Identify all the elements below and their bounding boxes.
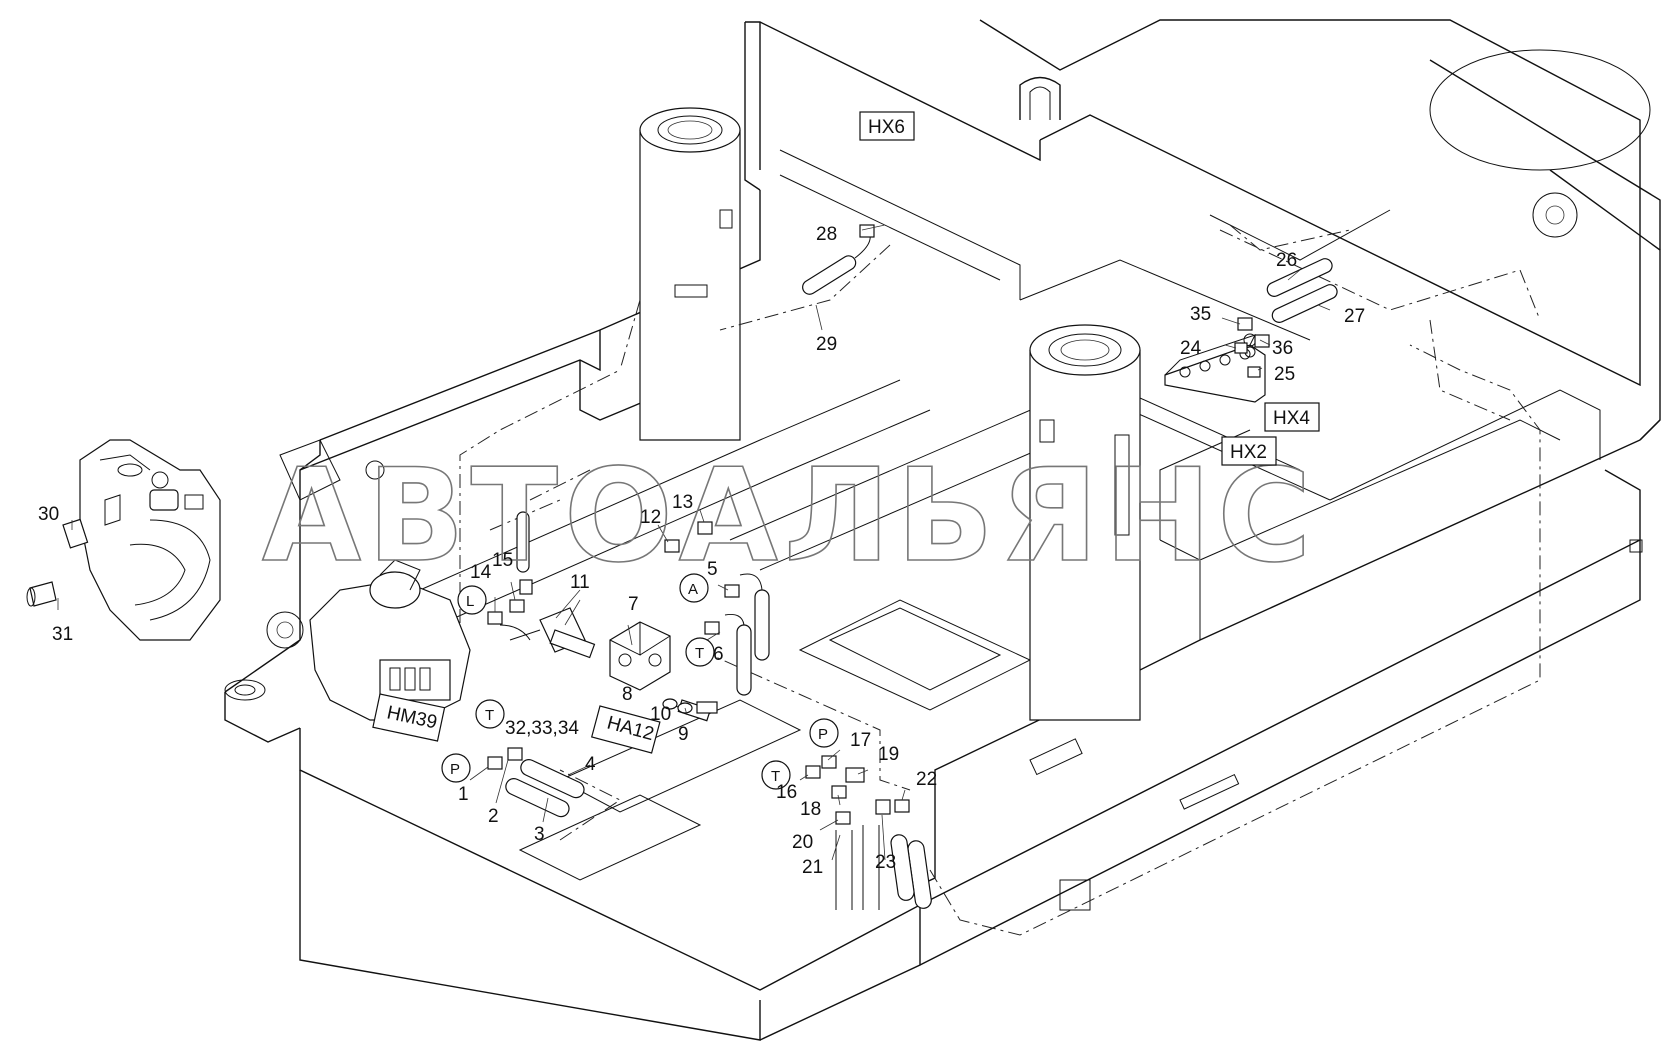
- callout-36: 36: [1272, 338, 1293, 359]
- fitting-15: [509, 579, 533, 613]
- callout-4: 4: [585, 754, 596, 775]
- fitting-6: [704, 621, 720, 635]
- tag-hx6: HX6: [859, 111, 915, 141]
- callout-24: 24: [1180, 338, 1202, 359]
- callout-10: 10: [650, 704, 671, 725]
- tag-hx4: HX4: [1264, 402, 1320, 432]
- manifold-block: [1164, 333, 1266, 403]
- callout-27: 27: [1344, 306, 1365, 327]
- connector-tags: HX6 HX4 HX2 HM39 HA12: [372, 111, 1320, 754]
- fitting-22: [894, 799, 910, 813]
- leader-lines: [57, 224, 1331, 861]
- pump-unit: [266, 439, 471, 721]
- fitting-19: [845, 767, 865, 783]
- fitting-1: [487, 756, 503, 770]
- svg-text:T: T: [695, 645, 704, 662]
- callout-7: 7: [628, 594, 639, 615]
- fitting-16: [805, 765, 821, 779]
- callout-15: 15: [492, 550, 513, 571]
- callout-16: 16: [776, 782, 797, 803]
- svg-text:HX4: HX4: [1273, 408, 1310, 429]
- svg-text:P: P: [818, 726, 828, 743]
- callout-32-33-34: 32,33,34: [505, 718, 579, 739]
- svg-text:P: P: [450, 761, 460, 778]
- port-l: L: [457, 585, 487, 615]
- fitting-23: [875, 799, 891, 815]
- watermark-group: АВТОАЛЬЯНС: [261, 441, 1317, 592]
- frame-outline: [224, 19, 1661, 1041]
- callout-18: 18: [800, 799, 821, 820]
- callout-17: 17: [850, 730, 871, 751]
- svg-text:T: T: [771, 768, 780, 785]
- port-t-right: T: [761, 760, 791, 790]
- fitting-14: [487, 611, 503, 625]
- tag-hm39: HM39: [372, 693, 446, 742]
- watermark-text: АВТОАЛЬЯНС: [262, 442, 1317, 591]
- callout-13: 13: [672, 492, 693, 513]
- left-column: [639, 107, 741, 441]
- fitting-35: [1237, 317, 1253, 331]
- callout-20: 20: [792, 832, 813, 853]
- callout-26: 26: [1276, 250, 1297, 271]
- svg-text:T: T: [485, 707, 494, 724]
- fitting-18: [831, 785, 847, 799]
- callout-2: 2: [488, 806, 499, 827]
- fitting-12: [664, 539, 680, 553]
- fitting-5: [724, 584, 740, 598]
- port-labels: L A T T P P T: [441, 573, 839, 790]
- callout-25: 25: [1274, 364, 1295, 385]
- fitting-2: [507, 747, 523, 761]
- callout-numbers: 30 31 1 2 3 4 5 6 7 8 9 10 11 12 13 14 1…: [38, 224, 1365, 878]
- callout-29: 29: [816, 334, 837, 355]
- callout-9: 9: [678, 724, 689, 745]
- port-t-upper: T: [685, 637, 715, 667]
- detail-pump-assembly: [26, 439, 221, 641]
- fitting-9: [696, 701, 718, 714]
- tag-hx2: HX2: [1221, 436, 1277, 466]
- fitting-24: [1234, 342, 1248, 354]
- callout-12: 12: [640, 507, 661, 528]
- callout-19: 19: [878, 744, 899, 765]
- fitting-25: [1247, 366, 1261, 378]
- port-t-mid: T: [475, 699, 505, 729]
- fittings: [487, 224, 1270, 825]
- hoses: [505, 234, 1338, 910]
- callout-5: 5: [707, 559, 718, 580]
- callout-14: 14: [470, 562, 492, 583]
- fitting-17: [821, 755, 837, 769]
- callout-6: 6: [713, 644, 724, 665]
- valve-block: [499, 607, 712, 722]
- callout-8: 8: [622, 684, 633, 705]
- svg-text:HX2: HX2: [1230, 442, 1267, 463]
- callout-3: 3: [534, 824, 545, 845]
- right-column: [1029, 324, 1141, 721]
- svg-text:A: A: [688, 581, 698, 598]
- fitting-13: [697, 521, 713, 535]
- svg-text:HX6: HX6: [868, 117, 905, 138]
- port-p-left: P: [441, 753, 471, 783]
- callout-21: 21: [802, 857, 823, 878]
- callout-31: 31: [52, 624, 73, 645]
- callout-23: 23: [875, 852, 896, 873]
- svg-text:L: L: [466, 593, 474, 610]
- fitting-28: [859, 224, 875, 238]
- callout-30: 30: [38, 504, 59, 525]
- callout-35: 35: [1190, 304, 1211, 325]
- callout-1: 1: [458, 784, 469, 805]
- port-p-right: P: [809, 718, 839, 748]
- fitting-20: [835, 811, 851, 825]
- port-a: A: [679, 573, 709, 603]
- callout-28: 28: [816, 224, 837, 245]
- callout-11: 11: [570, 572, 590, 593]
- callout-22: 22: [916, 769, 937, 790]
